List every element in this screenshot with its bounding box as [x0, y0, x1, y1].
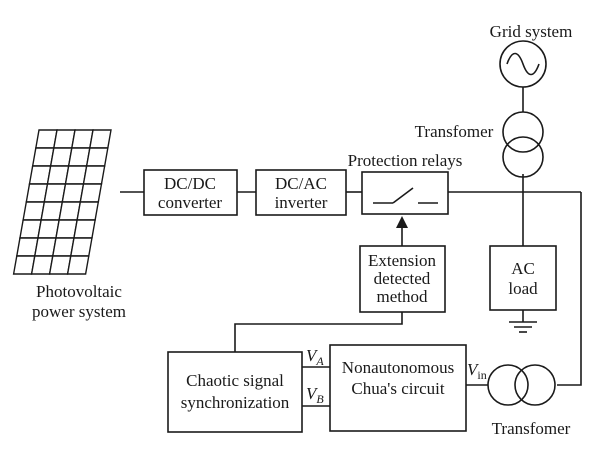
- dcac-label-line2: inverter: [275, 193, 328, 212]
- transformer-bottom-label: Transfomer: [492, 419, 571, 438]
- dcdc-converter-box: [143, 169, 238, 216]
- extension-method-box: [359, 245, 446, 313]
- wire-extension-chaotic: [234, 312, 403, 352]
- pv-cell: [73, 219, 96, 239]
- dcac-inverter-box: [255, 169, 347, 216]
- dcdc-label-line1: DC/DC: [164, 174, 216, 193]
- pv-cell: [66, 255, 90, 275]
- relay-switch-icon: [373, 187, 438, 204]
- chaotic-label-line1: Chaotic signal: [186, 371, 284, 390]
- chaotic-label-line2: synchronization: [181, 393, 290, 412]
- chua-circuit-box: [329, 344, 467, 432]
- arrow-up-icon: [396, 216, 408, 228]
- ac-source-icon: [499, 40, 547, 88]
- chua-label-line1: Nonautonomous: [342, 358, 454, 377]
- transformer-top-label: Transfomer: [415, 122, 494, 141]
- extension-label-line2: detected: [374, 269, 431, 288]
- va-label: VA: [306, 346, 324, 368]
- extension-label-line1: Extension: [368, 251, 436, 270]
- dcac-label-line1: DC/AC: [275, 174, 327, 193]
- pv-cell: [79, 183, 103, 203]
- pv-label-line2: power system: [32, 302, 126, 321]
- wire-bus-transformer-bottom: [557, 192, 582, 386]
- pv-cell: [69, 237, 93, 257]
- extension-label-line3: method: [377, 287, 428, 306]
- pv-label-line1: Photovoltaic: [36, 282, 122, 301]
- chua-label-line2: Chua's circuit: [351, 379, 445, 398]
- pv-panel-icon: [12, 129, 112, 275]
- transformer-bottom-icon: [487, 364, 556, 406]
- wires: [120, 87, 582, 407]
- pv-cell: [89, 129, 112, 149]
- protection-relays-label: Protection relays: [348, 151, 463, 170]
- ac-load-box: [489, 245, 557, 311]
- vb-label: VB: [306, 384, 324, 406]
- pv-cell: [82, 165, 106, 185]
- vin-label: Vin: [467, 360, 487, 382]
- pv-cell: [85, 147, 109, 167]
- chaotic-sync-box: [167, 351, 303, 433]
- ground-icon: [509, 321, 537, 333]
- transformer-top-icon: [502, 111, 544, 178]
- grid-system-label: Grid system: [490, 22, 573, 41]
- ac-load-label-line2: load: [508, 279, 538, 298]
- dcdc-label-line2: converter: [158, 193, 223, 212]
- ac-load-label-line1: AC: [511, 259, 535, 278]
- pv-cell: [76, 201, 100, 221]
